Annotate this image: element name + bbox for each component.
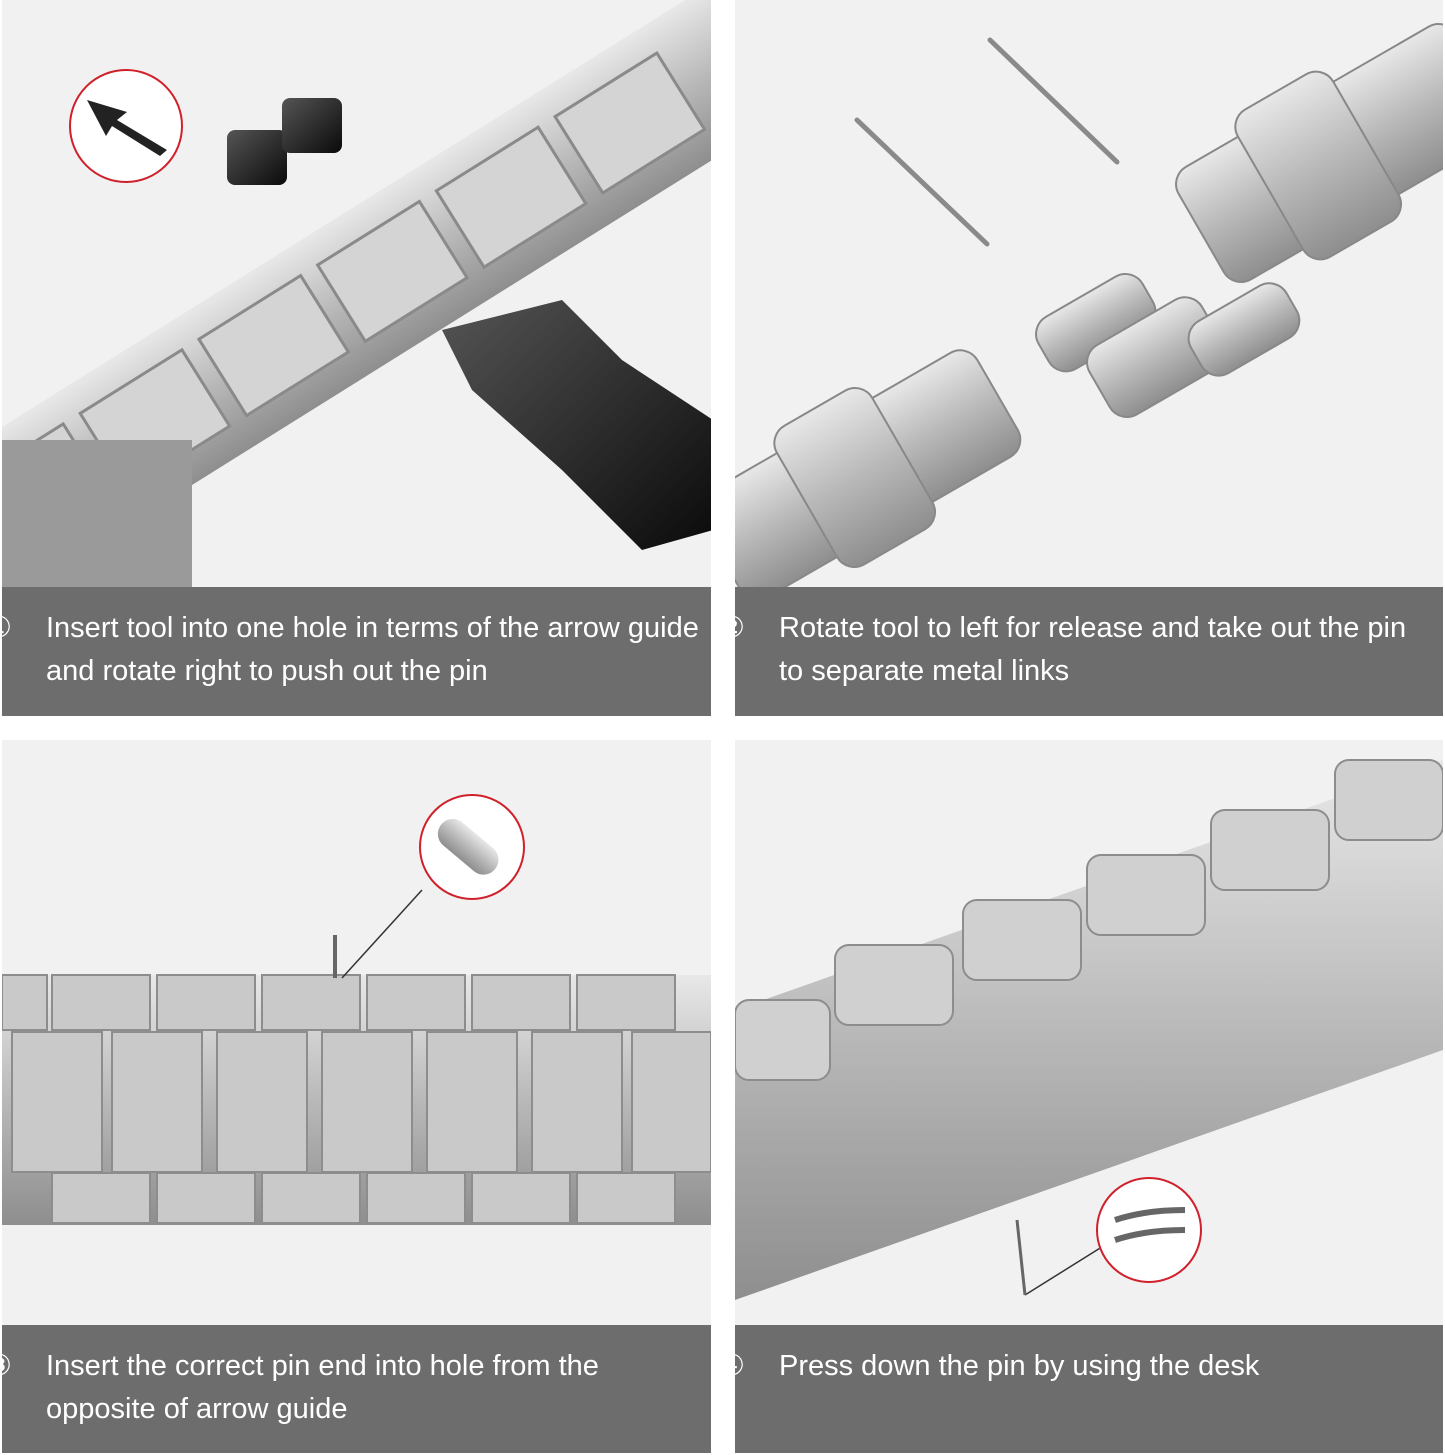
step-number: ④	[719, 1350, 745, 1382]
step-2-caption: ② Rotate tool to left for release and tak…	[719, 587, 1443, 716]
removed-pins	[854, 37, 1120, 247]
step-text: Press down the pin by using the desk	[779, 1350, 1260, 1382]
step-2-illustration	[735, 0, 1443, 587]
step-text: Insert the correct pin end into hole fro…	[46, 1350, 599, 1425]
step-1-caption: ①Insert tool into one hole in terms of t…	[0, 587, 711, 716]
step-3-panel: ③Insert the correct pin end into hole fr…	[0, 740, 711, 1453]
step-1-panel: ①Insert tool into one hole in terms of t…	[0, 0, 711, 716]
step-1-illustration	[2, 0, 711, 587]
step-text: Rotate tool to left for release and take…	[779, 612, 1407, 687]
step-number: ②	[719, 612, 745, 644]
step-3-illustration	[2, 740, 711, 1325]
step-text: Insert tool into one hole in terms of th…	[46, 612, 699, 687]
step-number: ③	[0, 1345, 46, 1388]
link-tool	[227, 98, 711, 550]
step-4-panel: ④ Press down the pin by using the desk	[719, 740, 1443, 1453]
step-4-caption: ④ Press down the pin by using the desk	[719, 1325, 1443, 1453]
step-4-illustration	[735, 740, 1443, 1325]
step-number: ①	[0, 607, 46, 650]
step-3-caption: ③Insert the correct pin end into hole fr…	[0, 1325, 711, 1453]
step-2-panel: ② Rotate tool to left for release and tak…	[719, 0, 1443, 716]
tool-tip-icon	[87, 100, 167, 156]
